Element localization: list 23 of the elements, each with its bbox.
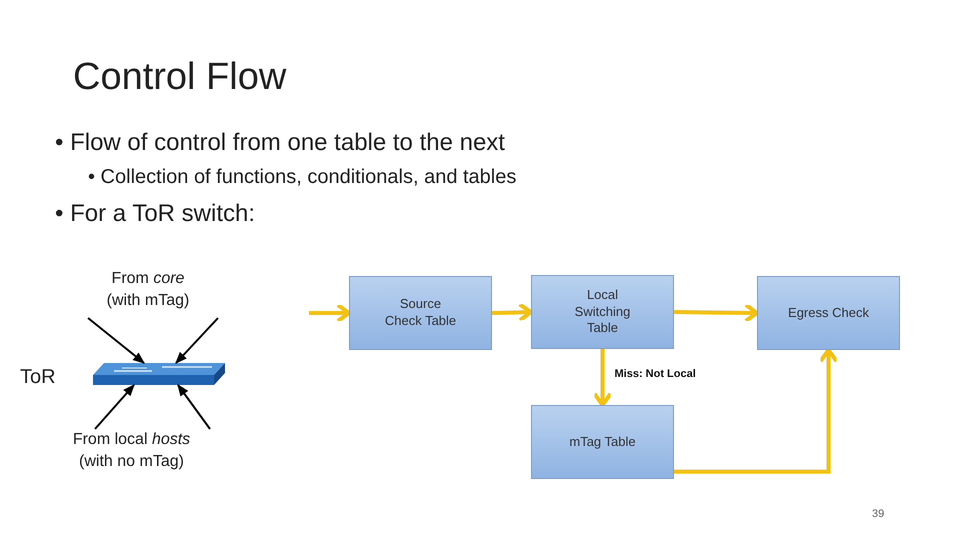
bullet-text: • Flow of control from one table to the next [55,129,505,157]
table-box: mTag Table [531,405,674,479]
table-box: Source Check Table [349,276,492,350]
page-number: 39 [872,508,884,520]
device-label: ToR [20,366,56,389]
arrow [674,302,759,323]
arrow [674,348,838,474]
table-box: Egress Check [757,276,900,350]
arrow [175,317,219,364]
network-switch-drawing [93,363,225,385]
arrow [87,317,145,364]
slide-title: Control Flow [73,56,286,99]
arrow [592,349,612,407]
source-label: From local hosts (with no mTag) [48,429,215,475]
arrow [309,303,351,323]
bullet-text: • For a ToR switch: [55,200,256,228]
table-box: Local Switching Table [531,275,674,349]
source-label: From core (with mTag) [78,268,218,318]
arrow [492,302,533,322]
arrow [177,384,211,430]
bullet-text: • Collection of functions, conditionals, and tables [88,166,516,189]
edge-label: Miss: Not Local [614,368,696,380]
arrow [94,384,135,430]
